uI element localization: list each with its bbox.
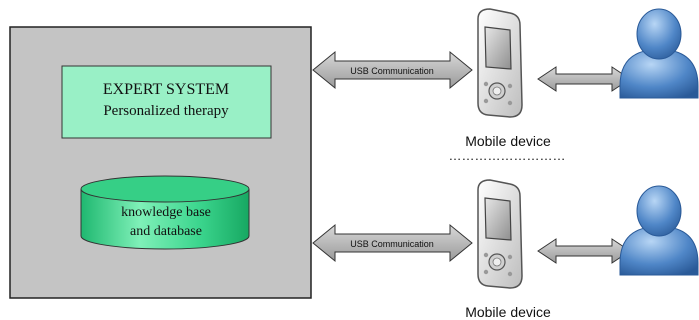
usb-label-top: USB Communication bbox=[350, 66, 434, 76]
usb-arrow-top bbox=[312, 50, 473, 90]
user-arrow-bottom bbox=[537, 238, 631, 264]
user-icon bbox=[619, 8, 699, 99]
device-label-bottom: Mobile device bbox=[465, 304, 551, 320]
user-arrow-top bbox=[537, 66, 631, 92]
usb-arrow-bottom bbox=[312, 223, 473, 263]
pda-icon bbox=[477, 179, 523, 289]
database-cylinder bbox=[80, 175, 250, 250]
expert-system-title: EXPERT SYSTEM bbox=[103, 81, 229, 98]
database-label-line1: knowledge base bbox=[121, 205, 211, 220]
pda-icon bbox=[477, 8, 523, 118]
separator-dots: ……………………… bbox=[449, 148, 566, 163]
expert-system-subtitle: Personalized therapy bbox=[103, 103, 229, 119]
device-label-top: Mobile device bbox=[465, 133, 551, 149]
expert-system-box bbox=[61, 65, 272, 139]
database-label-line2: and database bbox=[130, 224, 202, 239]
user-icon bbox=[619, 185, 699, 276]
usb-label-bottom: USB Communication bbox=[350, 239, 434, 249]
